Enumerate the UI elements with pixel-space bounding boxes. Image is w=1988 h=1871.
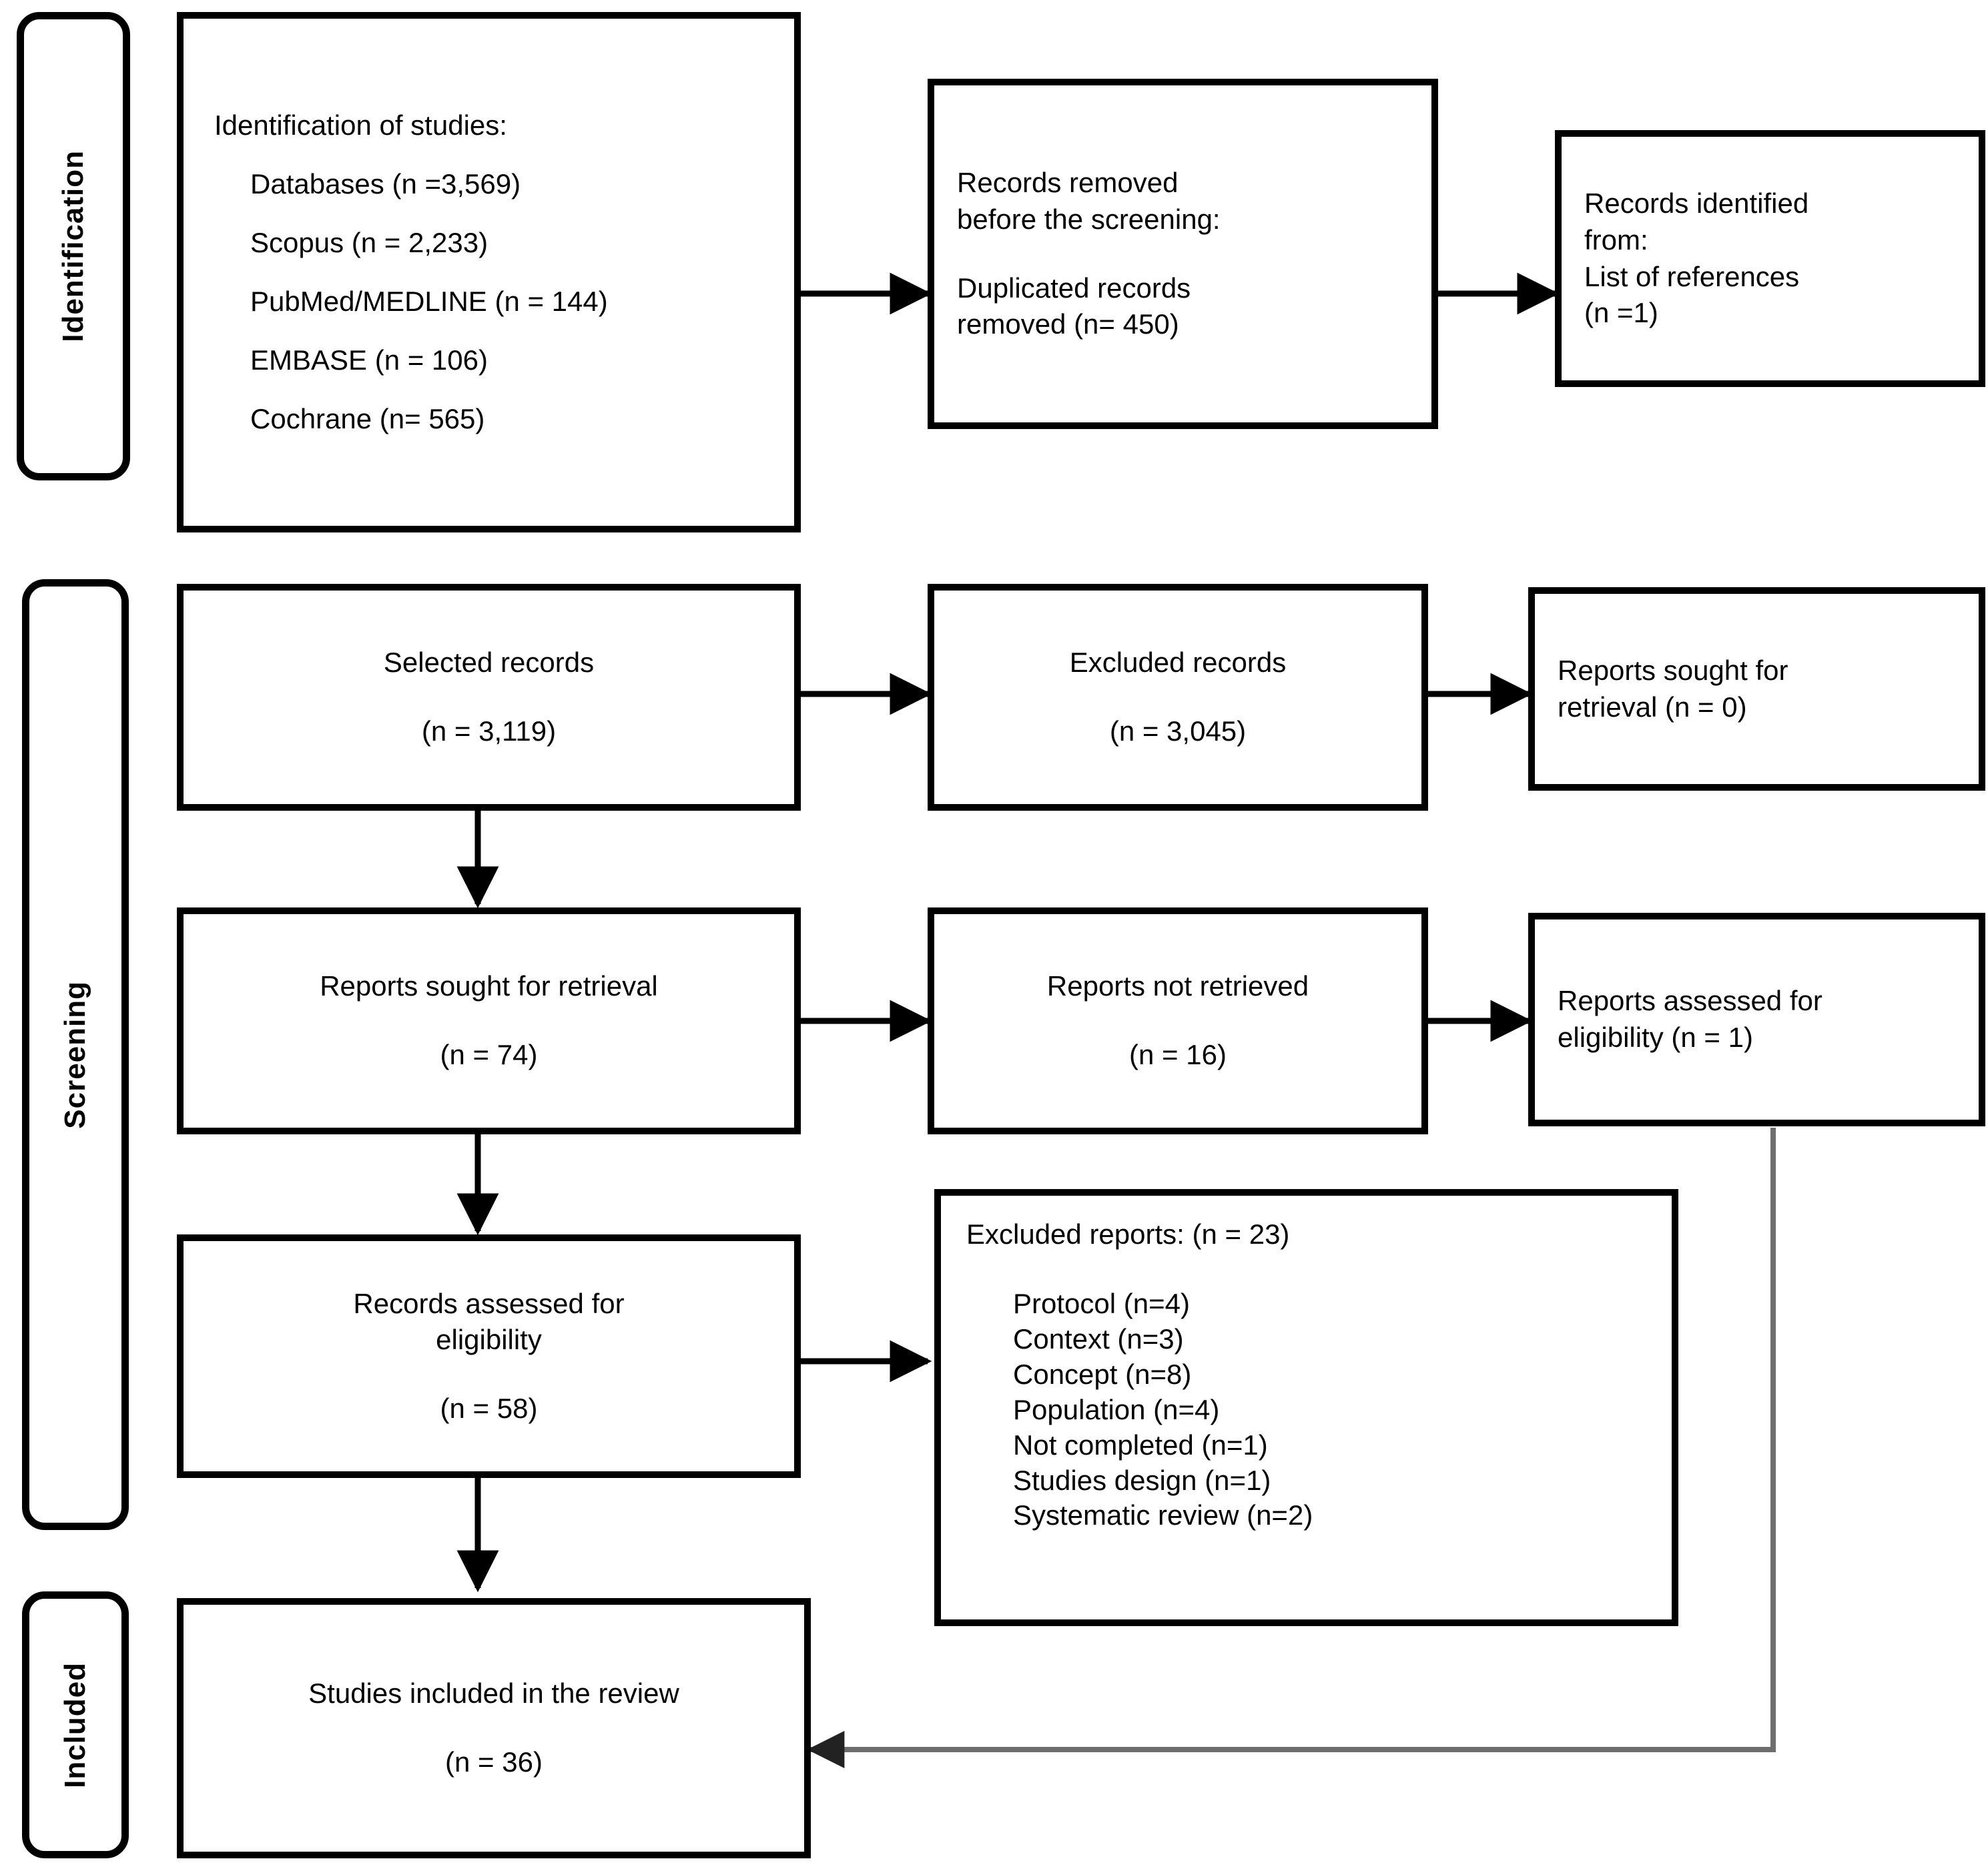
phase-pill-screening: Screening <box>22 579 129 1530</box>
records-identified-from-line4: (n =1) <box>1584 297 1658 329</box>
reports-assessed-right-line2: eligibility (n = 1) <box>1558 1022 1753 1053</box>
records-removed-line3: Duplicated records <box>957 272 1191 304</box>
records-assessed-line2: eligibility <box>436 1324 542 1356</box>
identification-item-scopus: Scopus (n = 2,233) <box>250 227 488 258</box>
reports-not-retrieved-line2: (n = 16) <box>1129 1039 1227 1070</box>
excluded-records-line2: (n = 3,045) <box>1109 715 1247 747</box>
box-reports-sought-retrieval-right: Reports sought for retrieval (n = 0) <box>1528 587 1985 791</box>
phase-pill-identification: Identification <box>17 12 130 480</box>
reports-sought-right-line2: retrieval (n = 0) <box>1558 691 1747 723</box>
box-reports-not-retrieved: Reports not retrieved (n = 16) <box>928 907 1428 1134</box>
records-identified-from-line2: from: <box>1584 224 1648 256</box>
records-identified-from-line3: List of references <box>1584 260 1800 292</box>
reports-not-retrieved-line1: Reports not retrieved <box>1046 970 1309 1002</box>
box-selected-records: Selected records (n = 3,119) <box>177 584 801 811</box>
reports-assessed-right-line1: Reports assessed for <box>1558 985 1823 1017</box>
excluded-reports-item-protocol: Protocol (n=4) <box>1013 1288 1190 1319</box>
box-excluded-reports: Excluded reports: (n = 23) Protocol (n=4… <box>934 1189 1678 1626</box>
phase-label-included: Included <box>59 1661 91 1788</box>
box-identification-of-studies: Identification of studies: Databases (n … <box>177 12 801 532</box>
box-records-assessed-eligibility: Records assessed for eligibility (n = 58… <box>177 1234 801 1478</box>
identification-item-pubmed-medline: PubMed/MEDLINE (n = 144) <box>250 286 608 317</box>
identification-item-cochrane: Cochrane (n= 565) <box>250 403 485 434</box>
identification-item-databases: Databases (n =3,569) <box>250 168 521 200</box>
records-assessed-line1: Records assessed for <box>353 1287 625 1319</box>
excluded-records-line1: Excluded records <box>1069 647 1287 679</box>
excluded-reports-item-systematic-review: Systematic review (n=2) <box>1013 1499 1313 1531</box>
reports-sought-main-line1: Reports sought for retrieval <box>320 970 658 1002</box>
records-assessed-line3: (n = 58) <box>440 1392 538 1424</box>
excluded-reports-item-studies-design: Studies design (n=1) <box>1013 1464 1271 1496</box>
identification-item-embase: EMBASE (n = 106) <box>250 344 488 376</box>
reports-sought-right-line1: Reports sought for <box>1558 654 1788 686</box>
records-identified-from-line1: Records identified <box>1584 188 1809 220</box>
selected-records-line2: (n = 3,119) <box>421 715 557 747</box>
excluded-reports-item-context: Context (n=3) <box>1013 1323 1184 1355</box>
selected-records-line1: Selected records <box>383 647 595 679</box>
records-removed-line2: before the screening: <box>957 203 1221 235</box>
phase-label-identification: Identification <box>57 150 89 342</box>
box-reports-assessed-eligibility-right: Reports assessed for eligibility (n = 1) <box>1528 913 1985 1126</box>
phase-pill-included: Included <box>22 1591 129 1858</box>
box-records-removed: Records removed before the screening: Du… <box>928 79 1438 429</box>
records-removed-line4: removed (n= 450) <box>957 308 1179 340</box>
studies-included-line2: (n = 36) <box>445 1746 543 1778</box>
reports-sought-main-line2: (n = 74) <box>440 1039 538 1070</box>
excluded-reports-item-not-completed: Not completed (n=1) <box>1013 1429 1268 1461</box>
box-records-identified-from: Records identified from: List of referen… <box>1555 130 1985 387</box>
studies-included-line1: Studies included in the review <box>308 1677 679 1710</box>
box-studies-included: Studies included in the review (n = 36) <box>177 1598 811 1858</box>
box-excluded-records: Excluded records (n = 3,045) <box>928 584 1428 811</box>
box-reports-sought-retrieval-main: Reports sought for retrieval (n = 74) <box>177 907 801 1134</box>
phase-label-screening: Screening <box>59 980 91 1129</box>
excluded-reports-heading: Excluded reports: (n = 23) <box>966 1218 1290 1250</box>
records-removed-line1: Records removed <box>957 167 1179 199</box>
excluded-reports-item-population: Population (n=4) <box>1013 1393 1220 1425</box>
excluded-reports-item-concept: Concept (n=8) <box>1013 1358 1192 1390</box>
identification-heading: Identification of studies: <box>214 109 507 141</box>
